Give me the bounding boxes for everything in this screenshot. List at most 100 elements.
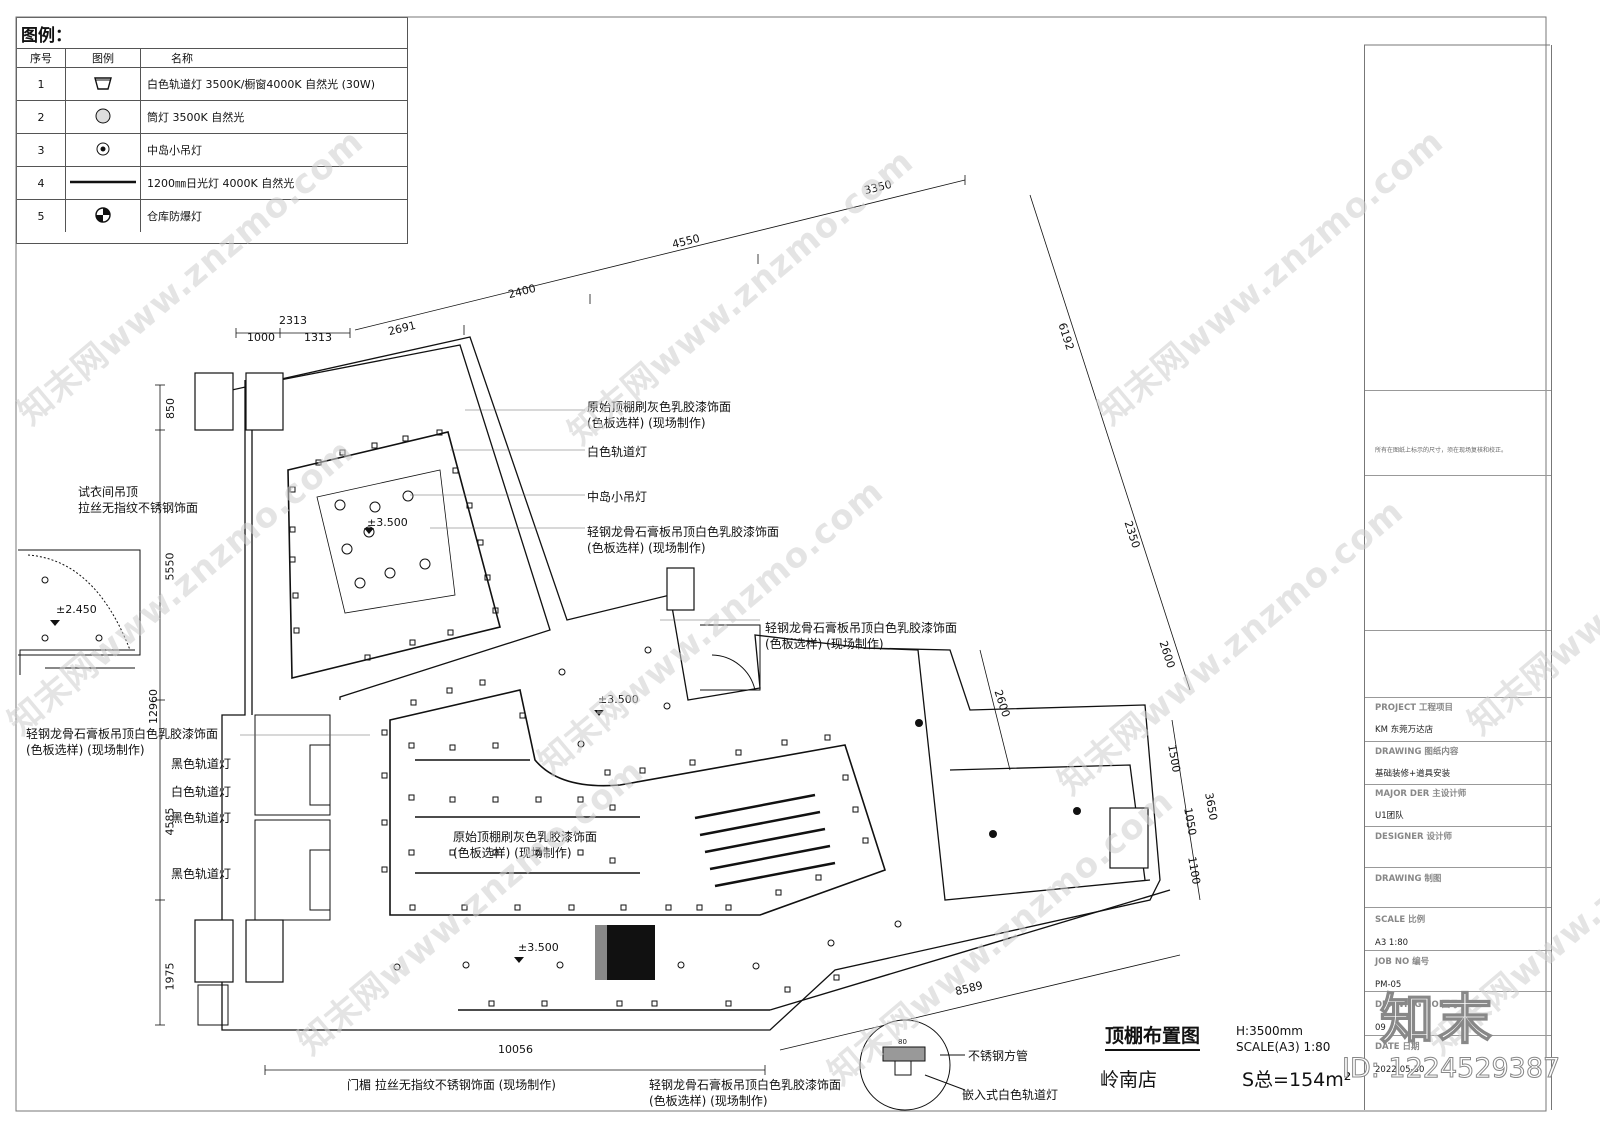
warehouse-lights: [915, 719, 1081, 838]
tb-content-value: 基础装修+道具安装: [1375, 769, 1451, 779]
tb-date-label: DATE 日期: [1375, 1042, 1420, 1052]
legend-row-name: 1200㎜日光灯 4000K 自然光: [140, 166, 407, 200]
dim-850: 850: [164, 398, 177, 419]
legend-title: 图例：: [21, 26, 72, 46]
note-pendant: 中岛小吊灯: [587, 490, 648, 504]
tb-drawing-no-label: DRAWING NO 图号: [1375, 1000, 1459, 1010]
legend-header-no: 序号: [17, 48, 66, 68]
level-markers: [50, 528, 604, 963]
dim-1313: 1313: [304, 331, 332, 344]
tb-scale-value: A3 1:80: [1375, 938, 1409, 948]
legend-header-name: 名称: [140, 48, 407, 68]
legend-row: 2 筒灯 3500K 自然光: [17, 100, 407, 134]
tb-drawn-label: DRAWING 制图: [1375, 874, 1442, 884]
note-gypsum-1: 轻钢龙骨石膏板吊顶白色乳胶漆饰面(色板选样) (现场制作): [587, 525, 780, 555]
brand-watermark: 知末: [1379, 987, 1496, 1052]
dim-1000: 1000: [247, 331, 275, 344]
legend-row-no: 4: [17, 166, 66, 200]
legend-row: 4 1200㎜日光灯 4000K 自然光: [17, 166, 407, 200]
legend-row-name: 仓库防爆灯: [140, 199, 407, 232]
note-door-lintel: 门楣 拉丝无指纹不锈钢饰面 (现场制作): [347, 1078, 556, 1092]
legend-grid: 序号 图例 名称 1 白色轨道灯 3500K/橱窗4000K 自然光 (30W)…: [17, 48, 407, 232]
leader-lines: [240, 409, 760, 736]
tb-job-label: JOB NO 编号: [1375, 957, 1430, 967]
sheet-border: [15, 16, 1547, 1112]
level-label: ±3.500: [598, 693, 639, 706]
tb-major-value: U1团队: [1375, 811, 1404, 821]
legend-row-no: 3: [17, 133, 66, 167]
legend-table: 图例： 序号 图例 名称 1 白色轨道灯 3500K/橱窗4000K 自然光 (…: [16, 17, 408, 244]
note-steel-tube: 不锈钢方管: [968, 1049, 1029, 1063]
drawing-scale: SCALE(A3) 1:80: [1236, 1040, 1331, 1054]
note-black-track-1: 黑色轨道灯: [171, 757, 232, 771]
area-total: S总=154m²: [1242, 1069, 1352, 1091]
drawing-title: 顶棚布置图: [1105, 1021, 1201, 1051]
pendant-light-icon: [96, 142, 110, 155]
image-id: ID: 1224529387: [1341, 1053, 1561, 1085]
pendant-lights: [334, 490, 431, 589]
note-black-track-3: 黑色轨道灯: [171, 867, 232, 881]
track-lines: [415, 759, 1171, 1011]
tb-project-label: PROJECT 工程项目: [1375, 703, 1453, 713]
door-swing: [700, 624, 761, 691]
tb-project-value: KM 东莞万达店: [1375, 725, 1434, 735]
note-white-track-2: 白色轨道灯: [171, 785, 232, 799]
dim-12960: 12960: [147, 689, 160, 724]
legend-row-name: 白色轨道灯 3500K/橱窗4000K 自然光 (30W): [140, 67, 407, 101]
tb-scale-label: SCALE 比例: [1375, 915, 1426, 925]
legend-row-name: 筒灯 3500K 自然光: [140, 100, 407, 134]
dim-10056: 10056: [498, 1043, 533, 1056]
note-embedded-track: 嵌入式白色轨道灯: [962, 1088, 1059, 1102]
level-label: ±2.450: [56, 603, 97, 616]
legend-row-name: 中岛小吊灯: [140, 133, 407, 167]
tb-note: 所有在图纸上标示的尺寸，须在现场复核和校正。: [1375, 447, 1508, 454]
fluorescent-lines: [694, 793, 836, 888]
tb-designer-label: DESIGNER 设计师: [1375, 832, 1453, 842]
note-gray-ceiling-2: 原始顶棚刷灰色乳胶漆饰面(色板选样) (现场制作): [453, 830, 598, 860]
dim-2313: 2313: [279, 314, 307, 327]
fitting-detail: [18, 549, 141, 675]
track-light-marks: [289, 429, 869, 1007]
note-white-track: 白色轨道灯: [587, 445, 648, 459]
level-label: ±3.500: [367, 516, 408, 529]
legend-row-no: 2: [17, 100, 66, 134]
legend-row: 3 中岛小吊灯: [17, 133, 407, 167]
dimension-lines: [155, 175, 1201, 1075]
columns: [194, 372, 1149, 983]
note-fitting-room: 试衣间吊顶拉丝无指纹不锈钢饰面: [78, 485, 199, 515]
note-gray-ceiling-1: 原始顶棚刷灰色乳胶漆饰面(色板选样) (现场制作): [587, 400, 732, 430]
tb-major-label: MAJOR DER 主设计师: [1375, 789, 1467, 799]
legend-row-no: 5: [17, 199, 66, 232]
title-block: 所有在图纸上标示的尺寸，须在现场复核和校正。 PROJECT 工程项目 KM 东…: [1364, 45, 1552, 1110]
tb-drawing-no-value: 09: [1375, 1023, 1386, 1033]
fluorescent-line-icon: [70, 180, 136, 183]
note-gypsum-2: 轻钢龙骨石膏板吊顶白色乳胶漆饰面(色板选样) (现场制作): [765, 621, 958, 651]
tb-date-value: 2022-05-30: [1375, 1065, 1425, 1075]
legend-row-no: 1: [17, 67, 66, 101]
dim-1975: 1975: [163, 962, 177, 991]
track-light-icon: [94, 76, 112, 90]
downlight-icon: [95, 108, 111, 123]
explosion-proof-light-icon: [95, 206, 111, 223]
drawing-height: H:3500mm: [1236, 1024, 1303, 1038]
legend-row: 1 白色轨道灯 3500K/橱窗4000K 自然光 (30W): [17, 67, 407, 101]
detail-dim: 80: [898, 1038, 907, 1046]
display-ceiling: [389, 689, 886, 916]
store-name: 岭南店: [1100, 1069, 1158, 1091]
tb-job-value: PM-05: [1375, 980, 1402, 990]
note-gypsum-bottom: 轻钢龙骨石膏板吊顶白色乳胶漆饰面(色板选样) (现场制作): [649, 1078, 842, 1108]
black-block-edge: [595, 925, 607, 980]
legend-row: 5 仓库防爆灯: [17, 199, 407, 232]
level-label: ±3.500: [518, 941, 559, 954]
island-ceiling: [287, 431, 501, 680]
fitting-rooms: [197, 714, 331, 1026]
legend-header-icon: 图例: [65, 48, 141, 68]
outer-walls: [221, 336, 1161, 1031]
steel-tube-detail: [859, 1019, 966, 1111]
downlights: [41, 576, 902, 971]
legend-header-row: 序号 图例 名称: [17, 48, 407, 68]
note-gypsum-left: 轻钢龙骨石膏板吊顶白色乳胶漆饰面(色板选样) (现场制作): [26, 727, 219, 757]
note-black-track-2: 黑色轨道灯: [171, 811, 232, 825]
tb-content-label: DRAWING 图纸内容: [1375, 747, 1459, 757]
